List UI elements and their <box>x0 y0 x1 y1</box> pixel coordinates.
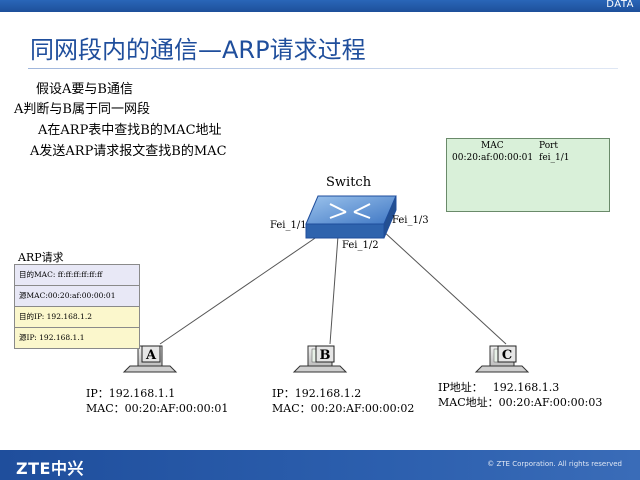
host-c-ip: 192.168.1.3 <box>492 381 560 394</box>
host-a-mac-label: MAC： <box>86 402 125 415</box>
host-c-label: C <box>502 348 512 363</box>
mac-table-header-mac: MAC <box>481 141 504 151</box>
arp-field-dest-ip: 目的IP: 192.168.1.2 <box>15 307 139 328</box>
mac-table-cell-mac: 00:20:af:00:00:01 <box>452 153 534 163</box>
top-bar: DATA <box>0 0 640 12</box>
slide-title: 同网段内的通信—ARP请求过程 <box>30 36 366 64</box>
host-b-ip-label: IP： <box>272 387 295 400</box>
host-a-mac: 00:20:AF:00:00:01 <box>124 402 229 415</box>
host-c-badge <box>497 345 517 363</box>
step-3: A在ARP表中查找B的MAC地址 <box>38 123 222 138</box>
host-b-ip: 192.168.1.2 <box>294 387 362 400</box>
step-4: A发送ARP请求报文查找B的MAC <box>30 144 227 159</box>
link-switch-a <box>159 231 325 345</box>
title-divider <box>28 68 618 69</box>
arp-field-dest-mac: 目的MAC: ff:ff:ff:ff:ff:ff <box>15 265 139 286</box>
host-c-mac-label: MAC地址： <box>438 396 499 409</box>
switch-icon <box>305 195 397 239</box>
step-1: 假设A要与B通信 <box>36 82 133 97</box>
host-b-label: B <box>320 348 331 363</box>
host-c-ip-label: IP地址： <box>438 381 483 394</box>
port-label-fei-1-2: Fei_1/2 <box>342 240 379 251</box>
switch-label: Switch <box>326 175 372 190</box>
host-b-badge <box>315 345 335 363</box>
host-a-badge <box>141 345 161 363</box>
host-b-info: IP：192.168.1.2 MAC：00:20:AF:00:00:02 <box>272 386 414 416</box>
host-c-info: IP地址： 192.168.1.3 MAC地址：00:20:AF:00:00:03 <box>438 380 602 410</box>
arp-request-packet: 目的MAC: ff:ff:ff:ff:ff:ff 源MAC:00:20:af:0… <box>14 264 140 349</box>
copyright-notice: © ZTE Corporation. All rights reserved <box>487 460 622 468</box>
link-switch-c <box>381 229 507 345</box>
port-label-fei-1-1: Fei_1/1 <box>270 220 307 231</box>
mac-table-cell-port: fei_1/1 <box>539 153 570 163</box>
host-a-ip: 192.168.1.1 <box>108 387 176 400</box>
footer-bar: ZTE中兴 © ZTE Corporation. All rights rese… <box>0 450 640 480</box>
zte-logo: ZTE中兴 <box>16 459 84 478</box>
header-label: DATA <box>606 0 634 10</box>
mac-table-header-port: Port <box>539 141 559 151</box>
mac-address-table: MAC Port 00:20:af:00:00:01 fei_1/1 <box>446 138 610 212</box>
arp-field-src-mac: 源MAC:00:20:af:00:00:01 <box>15 286 139 307</box>
host-c-mac: 00:20:AF:00:00:03 <box>498 396 603 409</box>
host-b-mac: 00:20:AF:00:00:02 <box>310 402 415 415</box>
arp-request-title: ARP请求 <box>18 251 64 264</box>
arp-field-src-ip: 源IP: 192.168.1.1 <box>15 328 139 348</box>
link-switch-b <box>329 235 339 345</box>
host-b-mac-label: MAC： <box>272 402 311 415</box>
step-2: A判断与B属于同一网段 <box>14 102 150 117</box>
host-a-info: IP：192.168.1.1 MAC：00:20:AF:00:00:01 <box>86 386 228 416</box>
port-label-fei-1-3: Fei_1/3 <box>392 215 429 226</box>
host-a-ip-label: IP： <box>86 387 109 400</box>
host-a-label: A <box>145 348 157 363</box>
